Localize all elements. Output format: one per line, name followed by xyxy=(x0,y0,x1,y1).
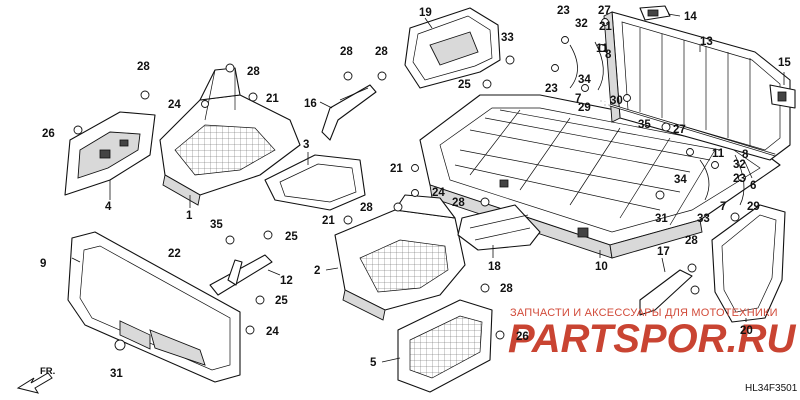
callout-24a[interactable]: 24 xyxy=(168,99,181,111)
callout-7a[interactable]: 7 xyxy=(575,93,581,105)
watermark: ЗАПЧАСТИ И АКСЕССУАРЫ ДЛЯ МОТОТЕХНИКИ PA… xyxy=(508,307,797,361)
callout-21b[interactable]: 21 xyxy=(390,163,403,175)
watermark-logo: PARTSPOR.RU xyxy=(508,317,797,361)
part-6-support-rod[interactable] xyxy=(609,103,776,157)
callout-25b[interactable]: 25 xyxy=(285,231,298,243)
part-4-rear-side-panel[interactable] xyxy=(64,111,156,196)
front-label: FR. xyxy=(40,366,55,377)
callout-16[interactable]: 16 xyxy=(304,98,317,110)
callout-29a[interactable]: 29 xyxy=(578,102,591,114)
callout-31b[interactable]: 31 xyxy=(655,213,668,225)
callout-28h[interactable]: 28 xyxy=(685,235,698,247)
drawing-code: HL34F3501 xyxy=(745,383,798,394)
callout-25c[interactable]: 25 xyxy=(275,295,288,307)
callout-26b[interactable]: 26 xyxy=(516,331,529,343)
callout-25a[interactable]: 25 xyxy=(458,79,471,91)
fasteners xyxy=(73,18,746,351)
callout-23b[interactable]: 23 xyxy=(545,83,558,95)
callout-17[interactable]: 17 xyxy=(657,246,670,258)
callout-2[interactable]: 2 xyxy=(314,265,320,277)
callout-23a[interactable]: 23 xyxy=(557,5,570,17)
front-direction-arrow: FR. xyxy=(16,366,55,394)
callout-21a[interactable]: 21 xyxy=(266,93,279,105)
callout-24b[interactable]: 24 xyxy=(432,187,445,199)
callout-33b[interactable]: 33 xyxy=(697,213,710,225)
part-1-front-floor-tub[interactable] xyxy=(159,67,301,206)
part-5-storage-box[interactable] xyxy=(397,299,493,393)
tailgate-cables[interactable] xyxy=(569,41,745,206)
part-9-rear-bulkhead[interactable] xyxy=(67,231,241,383)
leader-lines xyxy=(71,13,785,363)
callout-7b[interactable]: 7 xyxy=(720,201,726,213)
callout-12[interactable]: 12 xyxy=(280,275,293,287)
part-14-tailgate-latch[interactable] xyxy=(639,5,671,21)
callout-32a[interactable]: 32 xyxy=(575,18,588,30)
callout-5[interactable]: 5 xyxy=(370,357,377,369)
part-2-middle-floor-tub[interactable] xyxy=(334,194,466,321)
callout-labels: 1 2 3 4 5 6 7 7 8 8 9 10 11 11 12 13 14 … xyxy=(40,5,791,380)
callout-19[interactable]: 19 xyxy=(419,7,432,19)
callout-29b[interactable]: 29 xyxy=(747,201,760,213)
callout-27a[interactable]: 27 xyxy=(598,5,611,17)
callout-21d: 21 xyxy=(599,21,612,33)
callout-27b[interactable]: 27 xyxy=(673,124,686,136)
callout-23c[interactable]: 23 xyxy=(733,173,746,185)
callout-35b[interactable]: 35 xyxy=(638,119,651,131)
part-16-bracket[interactable] xyxy=(321,84,377,141)
callout-28a[interactable]: 28 xyxy=(137,61,150,73)
callout-8a[interactable]: 8 xyxy=(605,49,612,61)
callout-35a[interactable]: 35 xyxy=(210,219,223,231)
callout-28d[interactable]: 28 xyxy=(375,46,388,58)
part-13-tailgate[interactable] xyxy=(603,11,791,161)
part-19-side-cover[interactable] xyxy=(404,7,501,89)
callout-30[interactable]: 30 xyxy=(610,95,623,107)
callout-33a[interactable]: 33 xyxy=(501,32,514,44)
callout-22[interactable]: 22 xyxy=(168,248,181,260)
part-18-cross-member[interactable] xyxy=(457,204,541,251)
callout-26a[interactable]: 26 xyxy=(42,128,55,140)
callout-21c[interactable]: 21 xyxy=(322,215,335,227)
callout-34b[interactable]: 34 xyxy=(674,174,687,186)
callout-4[interactable]: 4 xyxy=(105,201,112,213)
callout-18[interactable]: 18 xyxy=(488,261,501,273)
part-20-rear-fender[interactable] xyxy=(711,204,786,323)
part-3-center-panel[interactable] xyxy=(264,154,366,211)
callout-28e[interactable]: 28 xyxy=(360,202,373,214)
watermark-caption: ЗАПЧАСТИ И АКСЕССУАРЫ ДЛЯ МОТОТЕХНИКИ xyxy=(510,307,778,319)
callout-24c[interactable]: 24 xyxy=(266,326,279,338)
part-15-hinge-bracket[interactable] xyxy=(769,84,796,109)
callout-31a[interactable]: 31 xyxy=(110,368,123,380)
callout-13[interactable]: 13 xyxy=(700,36,713,48)
callout-28c[interactable]: 28 xyxy=(340,46,353,58)
callout-3[interactable]: 3 xyxy=(303,139,309,151)
callout-10[interactable]: 10 xyxy=(595,261,608,273)
callout-28b[interactable]: 28 xyxy=(247,66,260,78)
callout-28f[interactable]: 28 xyxy=(452,197,465,209)
callout-9[interactable]: 9 xyxy=(40,258,46,270)
callout-11a[interactable]: 11 xyxy=(596,43,609,55)
callout-11b[interactable]: 11 xyxy=(712,148,725,160)
callout-1[interactable]: 1 xyxy=(186,210,193,222)
callout-14[interactable]: 14 xyxy=(684,11,697,23)
callout-15[interactable]: 15 xyxy=(778,57,791,69)
callout-28g[interactable]: 28 xyxy=(500,283,513,295)
part-17-rail-bracket[interactable] xyxy=(639,269,693,316)
callout-6[interactable]: 6 xyxy=(750,180,756,192)
part-12-mount-bracket[interactable] xyxy=(209,254,273,296)
callout-8b[interactable]: 8 xyxy=(742,149,749,161)
callout-20[interactable]: 20 xyxy=(740,325,753,337)
callout-32b[interactable]: 32 xyxy=(733,159,746,171)
callout-34a[interactable]: 34 xyxy=(578,74,591,86)
